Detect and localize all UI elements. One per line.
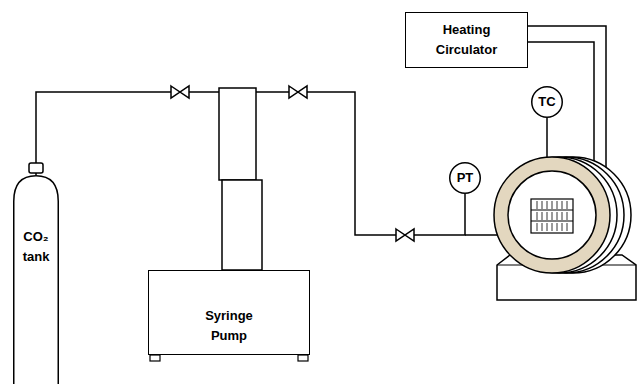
- rack-samples: [537, 201, 567, 231]
- pipe-line: [36, 92, 229, 270]
- valve-symbol: [396, 229, 414, 241]
- pump-barrel: [219, 88, 256, 180]
- sample-rack: [531, 199, 573, 233]
- circle-outline-shape: [532, 87, 563, 118]
- circle-outline-shape: [450, 163, 481, 194]
- tank-valve: [29, 163, 43, 173]
- vessel-flange: [494, 157, 610, 273]
- vessel-window: [508, 171, 596, 259]
- process-box: Syringe Pump: [148, 270, 310, 355]
- node-label: PT: [457, 168, 474, 188]
- valve-symbol: [171, 86, 189, 98]
- pump-foot: [298, 355, 308, 361]
- cylinder-outline: [13, 175, 59, 384]
- cylinder-outline-shape: [14, 176, 59, 384]
- sensor-circle: PT: [449, 162, 481, 194]
- pump-foot: [150, 355, 160, 361]
- node-label: TC: [538, 92, 555, 112]
- pump-cylinder: [222, 180, 262, 270]
- process-box: Heating Circulator: [405, 12, 528, 68]
- node-label: Syringe Pump: [188, 306, 270, 346]
- node-label: Heating Circulator: [412, 20, 521, 60]
- circulator-line: [528, 42, 594, 172]
- valve-symbol: [289, 86, 307, 98]
- sensor-circle: TC: [531, 86, 563, 118]
- node-label: CO₂ tank: [16, 227, 56, 267]
- gas-cylinder: CO₂ tank: [13, 175, 59, 384]
- pipe-line: [229, 92, 465, 270]
